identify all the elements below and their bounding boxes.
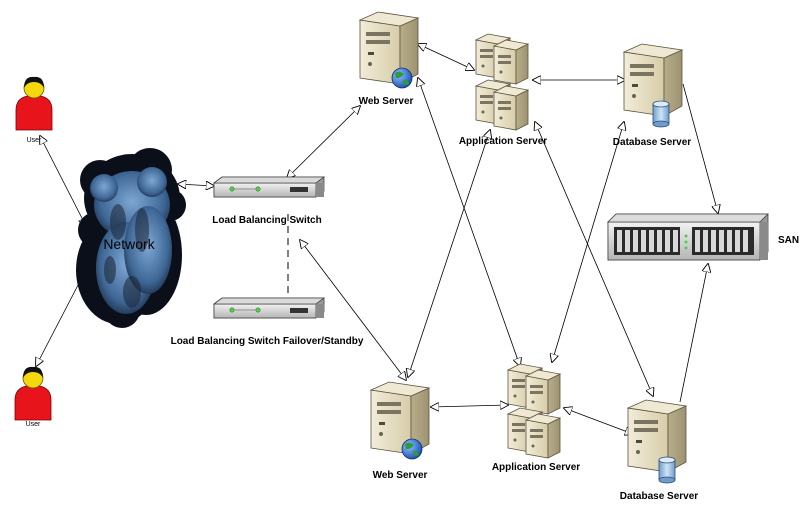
san-storage[interactable]: SAN bbox=[607, 213, 799, 261]
db-server-top-label: Database Server bbox=[613, 137, 691, 148]
application-server-icon bbox=[507, 363, 561, 459]
user-top[interactable]: User bbox=[15, 76, 53, 144]
database-server-top[interactable]: Database Server bbox=[613, 43, 691, 148]
web-server-bottom-label: Web Server bbox=[373, 470, 428, 481]
app-server-bottom-label: Application Server bbox=[492, 462, 580, 473]
link-switch-webserver-bottom bbox=[300, 240, 406, 380]
load-balancing-failover-label: Load Balancing Switch Failover/Standby bbox=[171, 336, 364, 347]
web-server-icon bbox=[359, 11, 419, 89]
load-balancing-switch-failover[interactable]: Load Balancing Switch Failover/Standby bbox=[171, 297, 364, 347]
load-balancing-switch-label: Load Balancing Switch bbox=[212, 215, 321, 226]
web-server-top-label: Web Server bbox=[359, 96, 414, 107]
link-db-top-san bbox=[682, 83, 718, 213]
web-server-icon bbox=[370, 381, 430, 460]
web-server-top[interactable]: Web Server bbox=[359, 11, 419, 107]
link-web-bottom-app-bottom bbox=[431, 405, 508, 407]
link-web-top-app-top bbox=[418, 44, 474, 70]
link-app-top-web-bottom bbox=[408, 130, 490, 377]
network-switch-icon bbox=[213, 297, 325, 319]
user-icon bbox=[15, 76, 53, 131]
application-server-top[interactable]: Application Server bbox=[459, 33, 547, 147]
application-server-icon bbox=[475, 33, 529, 131]
user-icon bbox=[14, 366, 52, 421]
database-server-bottom[interactable]: Database Server bbox=[620, 399, 698, 502]
link-switch-webserver-top bbox=[287, 106, 360, 178]
db-server-bottom-label: Database Server bbox=[620, 491, 698, 502]
san-label: SAN bbox=[778, 235, 799, 246]
link-network-switch bbox=[178, 184, 214, 186]
app-server-top-label: Application Server bbox=[459, 136, 547, 147]
link-user-top-network bbox=[40, 136, 86, 226]
link-app-bottom-db-bottom bbox=[564, 408, 633, 434]
user-top-label: User bbox=[27, 137, 42, 144]
database-server-icon bbox=[627, 399, 687, 484]
network-switch-icon bbox=[213, 176, 325, 198]
link-db-top-app-bottom bbox=[552, 122, 624, 362]
connections bbox=[36, 44, 718, 434]
san-storage-icon bbox=[607, 213, 769, 261]
user-bottom[interactable]: User bbox=[14, 366, 52, 428]
application-server-bottom[interactable]: Application Server bbox=[492, 363, 580, 473]
network-cloud[interactable]: Network bbox=[76, 148, 186, 328]
network-label: Network bbox=[103, 236, 155, 252]
load-balancing-switch[interactable]: Load Balancing Switch bbox=[212, 176, 325, 226]
link-db-bottom-san bbox=[679, 264, 708, 403]
web-server-bottom[interactable]: Web Server bbox=[370, 381, 430, 481]
user-bottom-label: User bbox=[26, 421, 41, 428]
database-server-icon bbox=[623, 43, 683, 128]
network-cloud-icon bbox=[76, 148, 186, 328]
